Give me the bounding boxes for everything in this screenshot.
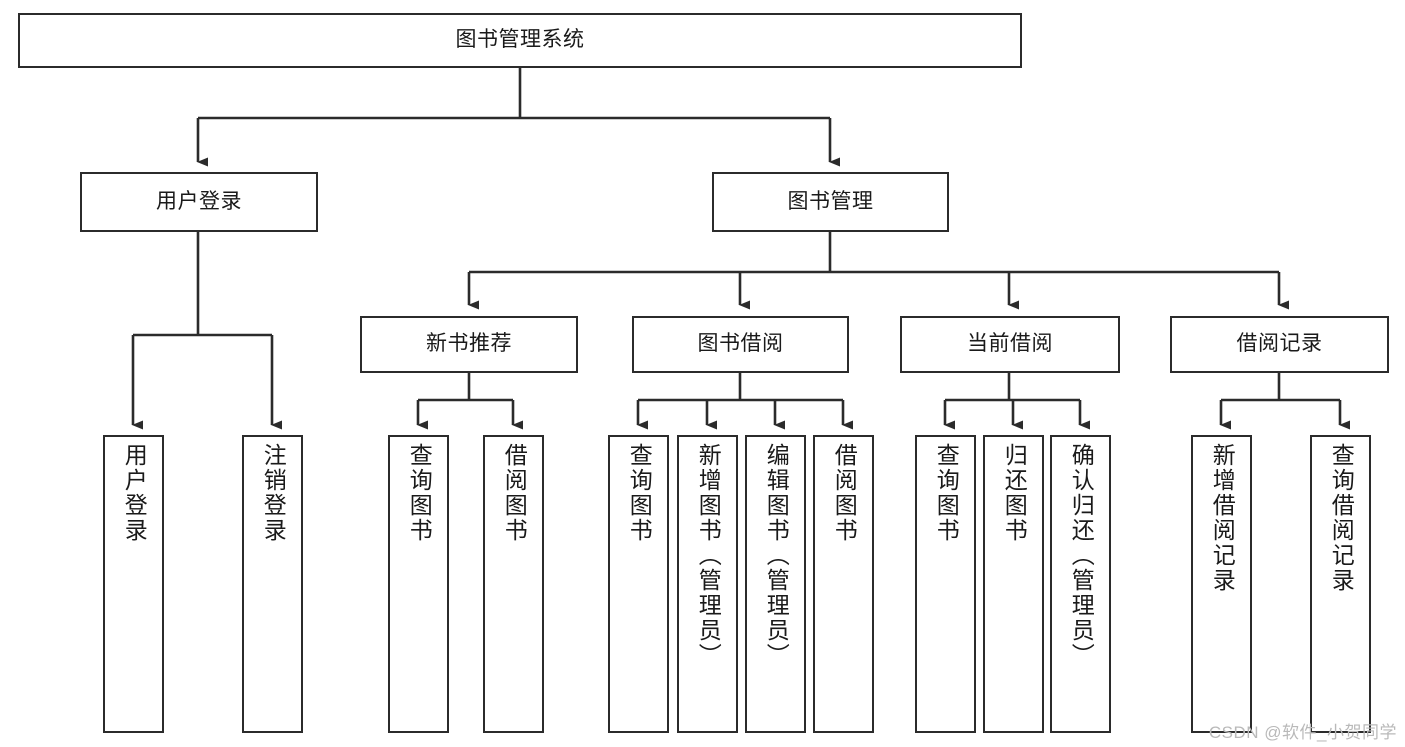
node-leaf-borrow-book-2[interactable]: 借阅图书 xyxy=(813,435,874,733)
node-root-label: 图书管理系统 xyxy=(455,28,585,52)
node-leaf-return-book[interactable]: 归还图书 xyxy=(983,435,1044,733)
node-leaf-confirm-return[interactable]: 确认归还（管理员） xyxy=(1050,435,1111,733)
edges-new-book-rec xyxy=(416,373,523,430)
node-leaf-query-record[interactable]: 查询借阅记录 xyxy=(1310,435,1371,733)
node-leaf-confirm-return-label: 确认归还（管理员） xyxy=(1068,443,1095,668)
node-book-borrow[interactable]: 图书借阅 xyxy=(632,316,849,373)
node-current-borrow-label: 当前借阅 xyxy=(967,332,1053,356)
node-user-login-label: 用户登录 xyxy=(156,189,242,213)
node-user-login[interactable]: 用户登录 xyxy=(80,172,318,232)
node-book-borrow-label: 图书借阅 xyxy=(697,332,784,356)
node-leaf-edit-book-label: 编辑图书（管理员） xyxy=(763,443,790,668)
edges-current-borrow xyxy=(943,373,1090,430)
node-new-book-rec-label: 新书推荐 xyxy=(426,332,512,356)
node-leaf-query-book-2-label: 查询图书 xyxy=(626,443,653,543)
node-leaf-query-book-2[interactable]: 查询图书 xyxy=(608,435,669,733)
node-borrow-record[interactable]: 借阅记录 xyxy=(1170,316,1389,373)
node-leaf-return-book-label: 归还图书 xyxy=(1001,443,1028,543)
node-leaf-user-logout[interactable]: 注销登录 xyxy=(242,435,303,733)
node-leaf-edit-book[interactable]: 编辑图书（管理员） xyxy=(745,435,806,733)
node-leaf-user-login-label: 用户登录 xyxy=(121,443,148,543)
node-leaf-add-book[interactable]: 新增图书（管理员） xyxy=(677,435,738,733)
node-leaf-user-logout-label: 注销登录 xyxy=(260,443,287,543)
edges-book-borrow xyxy=(636,373,853,430)
node-new-book-rec[interactable]: 新书推荐 xyxy=(360,316,578,373)
node-leaf-add-record-label: 新增借阅记录 xyxy=(1209,443,1236,593)
edges-root xyxy=(196,68,840,167)
csdn-watermark: CSDN @软件_小贺同学 xyxy=(1208,723,1397,742)
edges-borrow-record xyxy=(1219,373,1350,430)
node-leaf-query-book-1[interactable]: 查询图书 xyxy=(388,435,449,733)
node-root[interactable]: 图书管理系统 xyxy=(18,13,1022,68)
edges-user-login xyxy=(131,232,282,430)
node-book-manage-label: 图书管理 xyxy=(787,189,874,213)
node-leaf-query-record-label: 查询借阅记录 xyxy=(1328,443,1355,593)
node-leaf-query-book-3[interactable]: 查询图书 xyxy=(915,435,976,733)
node-leaf-add-book-label: 新增图书（管理员） xyxy=(695,443,722,668)
node-borrow-record-label: 借阅记录 xyxy=(1236,332,1323,356)
node-leaf-query-book-3-label: 查询图书 xyxy=(933,443,960,543)
node-leaf-user-login[interactable]: 用户登录 xyxy=(103,435,164,733)
node-leaf-borrow-book-1[interactable]: 借阅图书 xyxy=(483,435,544,733)
node-leaf-query-book-1-label: 查询图书 xyxy=(406,443,433,543)
node-current-borrow[interactable]: 当前借阅 xyxy=(900,316,1120,373)
edges-book-manage xyxy=(467,232,1289,310)
node-leaf-add-record[interactable]: 新增借阅记录 xyxy=(1191,435,1252,733)
node-book-manage[interactable]: 图书管理 xyxy=(712,172,949,232)
node-leaf-borrow-book-2-label: 借阅图书 xyxy=(831,443,858,543)
node-leaf-borrow-book-1-label: 借阅图书 xyxy=(501,443,528,543)
